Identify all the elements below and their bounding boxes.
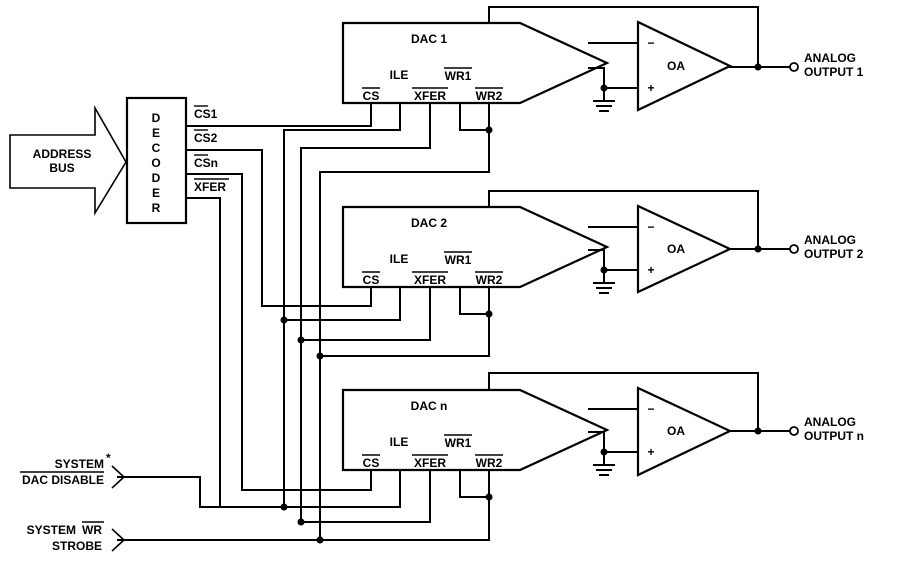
opamp-2 bbox=[636, 204, 733, 294]
dac-2-block bbox=[341, 205, 610, 289]
analog-output-1-terminal bbox=[789, 62, 799, 72]
dac-1-xfer: XFER bbox=[414, 89, 446, 103]
analog-output-n-terminal bbox=[789, 426, 799, 436]
system-dac-disable-label-1: SYSTEM bbox=[55, 457, 104, 471]
opamp-n-plus: + bbox=[647, 445, 654, 459]
opamp-1 bbox=[636, 20, 733, 112]
dac-2-cs: CS bbox=[363, 273, 380, 287]
opamp-n-label: OA bbox=[667, 424, 685, 438]
dac-1-title: DAC 1 bbox=[411, 32, 447, 46]
decoder-letter: D bbox=[152, 171, 161, 185]
analog-output-2-terminal bbox=[789, 244, 799, 254]
dac-n-block bbox=[341, 388, 610, 472]
address-bus-label-2: BUS bbox=[49, 161, 74, 175]
opamp-1-plus: + bbox=[647, 81, 654, 95]
dac-2-xfer: XFER bbox=[414, 273, 446, 287]
analog-output-2-label-2: OUTPUT 2 bbox=[804, 247, 864, 261]
opamp-2-plus: + bbox=[647, 263, 654, 277]
dac-1-cs: CS bbox=[363, 89, 380, 103]
dac-1-ile: ILE bbox=[390, 68, 409, 82]
dac-1-block bbox=[341, 21, 610, 105]
dac-n-title: DAC n bbox=[411, 399, 448, 413]
decoder-output-cs1: CS1 bbox=[194, 107, 218, 121]
system-dac-disable-input-chevron bbox=[111, 465, 126, 489]
opamp-n bbox=[636, 386, 733, 477]
decoder-letter: O bbox=[151, 156, 160, 170]
system-wr-label-1: SYSTEM bbox=[27, 523, 76, 537]
address-bus-arrow bbox=[9, 104, 127, 216]
address-bus-label-1: ADDRESS bbox=[33, 147, 92, 161]
system-wr-label-2: STROBE bbox=[52, 539, 102, 553]
dac-2-wr1: WR1 bbox=[445, 253, 472, 267]
dac-2-title: DAC 2 bbox=[411, 216, 447, 230]
decoder-letter: E bbox=[152, 186, 160, 200]
dac-n-cs: CS bbox=[363, 456, 380, 470]
analog-output-n-label-1: ANALOG bbox=[804, 415, 856, 429]
decoder-block bbox=[125, 96, 188, 225]
dac-n-wr1: WR1 bbox=[445, 436, 472, 450]
analog-output-1-label-2: OUTPUT 1 bbox=[804, 65, 864, 79]
dac-2-ile: ILE bbox=[390, 252, 409, 266]
decoder-output-csn: CSn bbox=[194, 156, 218, 170]
opamp-2-label: OA bbox=[667, 242, 685, 256]
system-dac-disable-label-2: DAC DISABLE bbox=[22, 473, 104, 487]
system-wr-strobe-input-chevron bbox=[111, 528, 126, 552]
dac-n-xfer: XFER bbox=[414, 456, 446, 470]
opamp-2-minus: − bbox=[647, 220, 654, 234]
decoder-letter: R bbox=[152, 201, 161, 215]
system-dac-disable-star: * bbox=[106, 451, 111, 465]
decoder-output-cs2: CS2 bbox=[194, 131, 218, 145]
decoder-letter: C bbox=[152, 141, 161, 155]
analog-output-2-label-1: ANALOG bbox=[804, 233, 856, 247]
dac-n-wr2: WR2 bbox=[476, 456, 503, 470]
dac-1-wr1: WR1 bbox=[445, 69, 472, 83]
opamp-n-minus: − bbox=[647, 402, 654, 416]
system-wr-label-wr: WR bbox=[82, 523, 102, 537]
dac-1-wr2: WR2 bbox=[476, 89, 503, 103]
decoder-letter: E bbox=[152, 126, 160, 140]
decoder-output-xfer: XFER bbox=[194, 180, 226, 194]
dac-n-ile: ILE bbox=[390, 435, 409, 449]
decoder-letter: D bbox=[152, 111, 161, 125]
opamp-1-label: OA bbox=[667, 59, 685, 73]
opamp-1-minus: − bbox=[647, 36, 654, 50]
dac-2-wr2: WR2 bbox=[476, 273, 503, 287]
analog-output-n-label-2: OUTPUT n bbox=[804, 429, 864, 443]
analog-output-1-label-1: ANALOG bbox=[804, 51, 856, 65]
